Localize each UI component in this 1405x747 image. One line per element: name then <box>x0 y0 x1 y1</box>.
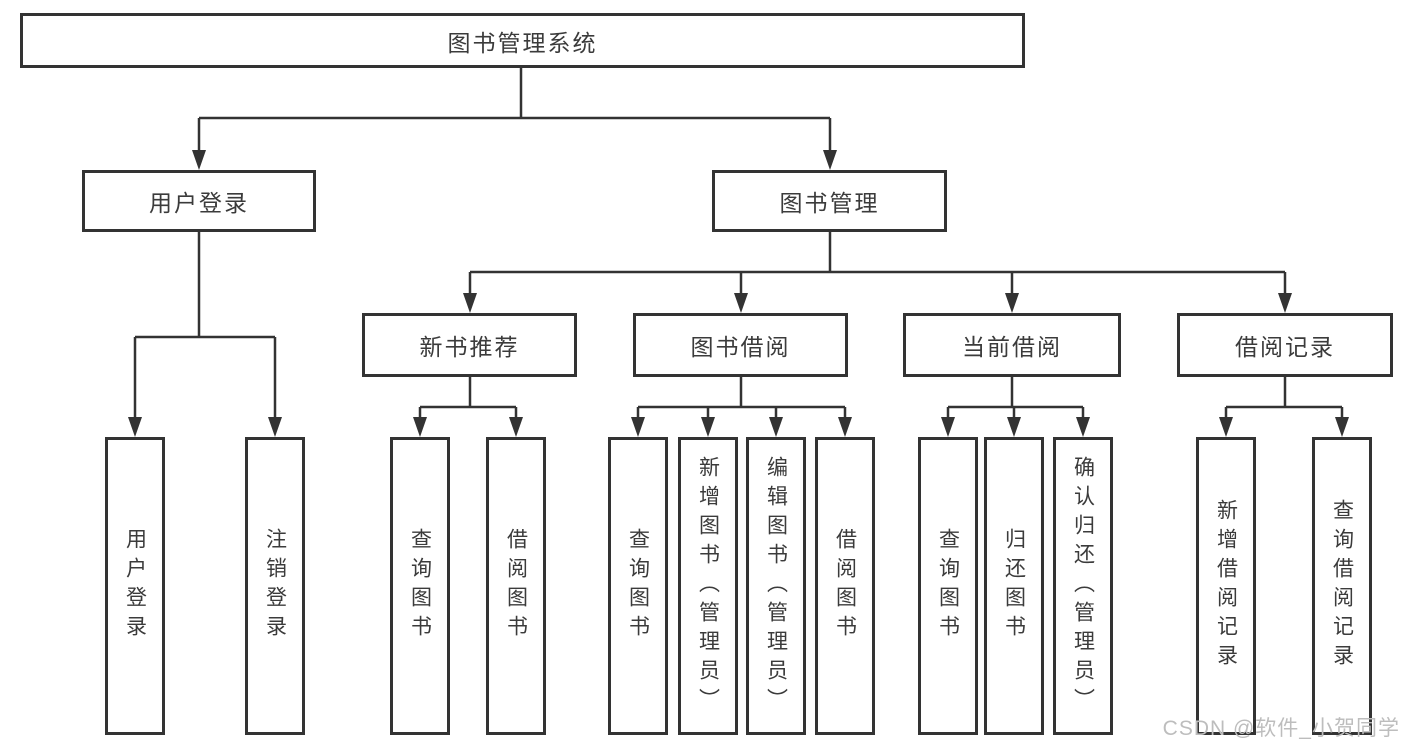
arrowhead <box>631 417 645 437</box>
leaf-edit-book-admin: 编辑图书（管理员） <box>746 437 806 735</box>
leaf-borrow-query-books: 查询图书 <box>608 437 668 735</box>
node-book-borrow: 图书借阅 <box>633 313 848 377</box>
leaf-add-borrow-record: 新增借阅记录 <box>1196 437 1256 735</box>
watermark: CSDN @软件_小贺同学 <box>1162 717 1400 740</box>
arrowhead <box>463 293 477 313</box>
arrowhead <box>1076 417 1090 437</box>
arrowhead <box>192 150 206 170</box>
arrowhead <box>1219 417 1233 437</box>
arrowhead <box>413 417 427 437</box>
connector-book-borrow-to-leaves <box>636 377 847 419</box>
arrowhead <box>823 150 837 170</box>
node-new-book-recommend: 新书推荐 <box>362 313 577 377</box>
leaf-recommend-borrow-books: 借阅图书 <box>486 437 546 735</box>
leaf-logout: 注销登录 <box>245 437 305 735</box>
arrowhead <box>838 417 852 437</box>
connector-new-book-rec-to-leaves <box>418 377 518 419</box>
leaf-recommend-query-books: 查询图书 <box>390 437 450 735</box>
leaf-query-borrow-record: 查询借阅记录 <box>1312 437 1372 735</box>
arrowhead <box>734 293 748 313</box>
arrowhead <box>128 417 142 437</box>
node-root: 图书管理系统 <box>20 13 1025 68</box>
connector-borrow-records-to-leaves <box>1224 377 1344 419</box>
arrowhead <box>509 417 523 437</box>
node-book-management: 图书管理 <box>712 170 947 232</box>
node-current-borrow: 当前借阅 <box>903 313 1121 377</box>
leaf-borrow-books: 借阅图书 <box>815 437 875 735</box>
arrowhead <box>701 417 715 437</box>
arrowhead <box>1007 417 1021 437</box>
leaf-confirm-return-admin: 确认归还（管理员） <box>1053 437 1113 735</box>
connector-book-mgmt-to-level3 <box>468 232 1287 295</box>
arrowhead <box>268 417 282 437</box>
node-user-login: 用户登录 <box>82 170 316 232</box>
arrowhead <box>769 417 783 437</box>
connector-current-borrow-to-leaves <box>946 377 1085 419</box>
connector-user-login-to-leaves <box>133 232 277 419</box>
leaf-return-book: 归还图书 <box>984 437 1044 735</box>
leaf-user-login: 用户登录 <box>105 437 165 735</box>
node-borrow-records: 借阅记录 <box>1177 313 1393 377</box>
connector-root-to-level2 <box>197 68 832 152</box>
leaf-add-book-admin: 新增图书（管理员） <box>678 437 738 735</box>
arrowhead <box>941 417 955 437</box>
arrowhead <box>1005 293 1019 313</box>
leaf-current-query-books: 查询图书 <box>918 437 978 735</box>
arrowhead <box>1278 293 1292 313</box>
arrowhead <box>1335 417 1349 437</box>
